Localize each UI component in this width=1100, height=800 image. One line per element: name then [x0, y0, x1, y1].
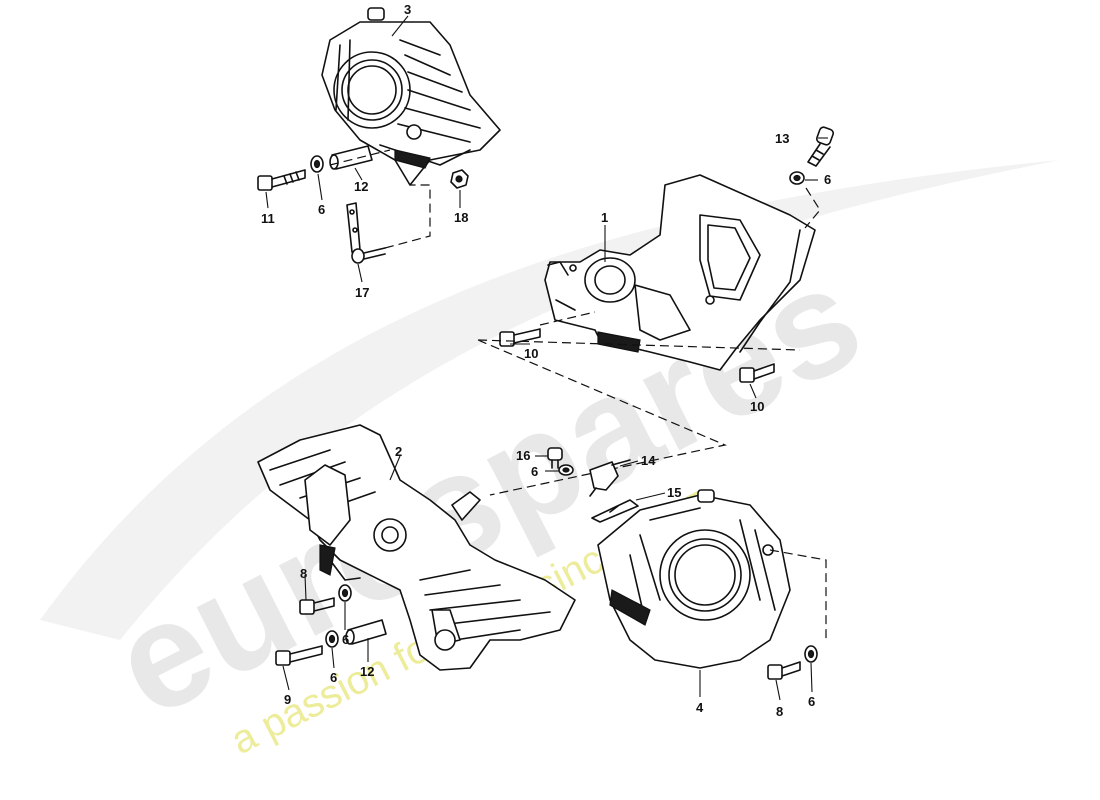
- callout-4: 4: [696, 700, 704, 715]
- part-12-sleeve: [329, 145, 373, 170]
- part-8-bolt: [767, 661, 801, 680]
- callout-labels: 1 2 3 4 6 6 6 6 6 6 8 8 9 10 10 11 12 12…: [261, 2, 831, 719]
- part-10-bolt: [499, 328, 541, 347]
- assembly-line-13: [804, 187, 821, 229]
- part-3-upper-belt-cover: [321, 7, 501, 186]
- part-16-screw: [547, 447, 563, 469]
- part-18-nut: [450, 169, 469, 189]
- callout-6: 6: [808, 694, 815, 709]
- part-6-washer: [338, 584, 352, 602]
- part-8-bolt: [299, 597, 335, 615]
- leader-lines: [265, 15, 828, 701]
- part-6-washer: [789, 171, 805, 185]
- part-14-sensor: [589, 459, 631, 497]
- part-9-bolt: [275, 645, 323, 666]
- part-6-washer: [310, 155, 324, 173]
- part-11-bolt: [257, 169, 306, 191]
- part-17-bracket-screw: [346, 202, 386, 264]
- callout-10: 10: [524, 346, 538, 361]
- callout-6: 6: [531, 464, 538, 479]
- assembly-line-3b: [329, 149, 391, 166]
- callout-17: 17: [355, 285, 369, 300]
- callout-18: 18: [454, 210, 468, 225]
- callout-15: 15: [667, 485, 681, 500]
- callout-8: 8: [776, 704, 783, 719]
- assembly-line-3: [384, 184, 431, 249]
- assembly-line-4: [769, 549, 827, 640]
- part-6-washer: [558, 464, 574, 476]
- part-6-washer: [804, 645, 818, 663]
- part-15-clip: [591, 499, 639, 523]
- watermark: eurospares a passion for parts since 198…: [40, 160, 1060, 763]
- callout-2: 2: [395, 444, 402, 459]
- callout-6: 6: [342, 632, 349, 647]
- part-2-lower-belt-cover: [257, 424, 576, 671]
- part-1-rear-belt-cover: [544, 174, 816, 371]
- callout-6: 6: [330, 670, 337, 685]
- callout-11: 11: [261, 211, 275, 226]
- callout-6: 6: [318, 202, 325, 217]
- callout-8: 8: [300, 566, 307, 581]
- callout-1: 1: [601, 210, 608, 225]
- callout-6: 6: [824, 172, 831, 187]
- watermark-swoosh: [40, 160, 1060, 640]
- part-12-sleeve: [345, 619, 387, 645]
- callout-10: 10: [750, 399, 764, 414]
- part-4-camshaft-cover: [597, 489, 791, 669]
- callout-16: 16: [516, 448, 530, 463]
- part-6-washer: [325, 630, 339, 648]
- callout-9: 9: [284, 692, 291, 707]
- callout-3: 3: [404, 2, 411, 17]
- callout-12: 12: [354, 179, 368, 194]
- part-10-bolt: [739, 363, 775, 383]
- part-13-bolt: [807, 126, 834, 167]
- assembly-line-1: [477, 311, 801, 496]
- callout-13: 13: [775, 131, 789, 146]
- callout-12: 12: [360, 664, 374, 679]
- callout-14: 14: [641, 453, 656, 468]
